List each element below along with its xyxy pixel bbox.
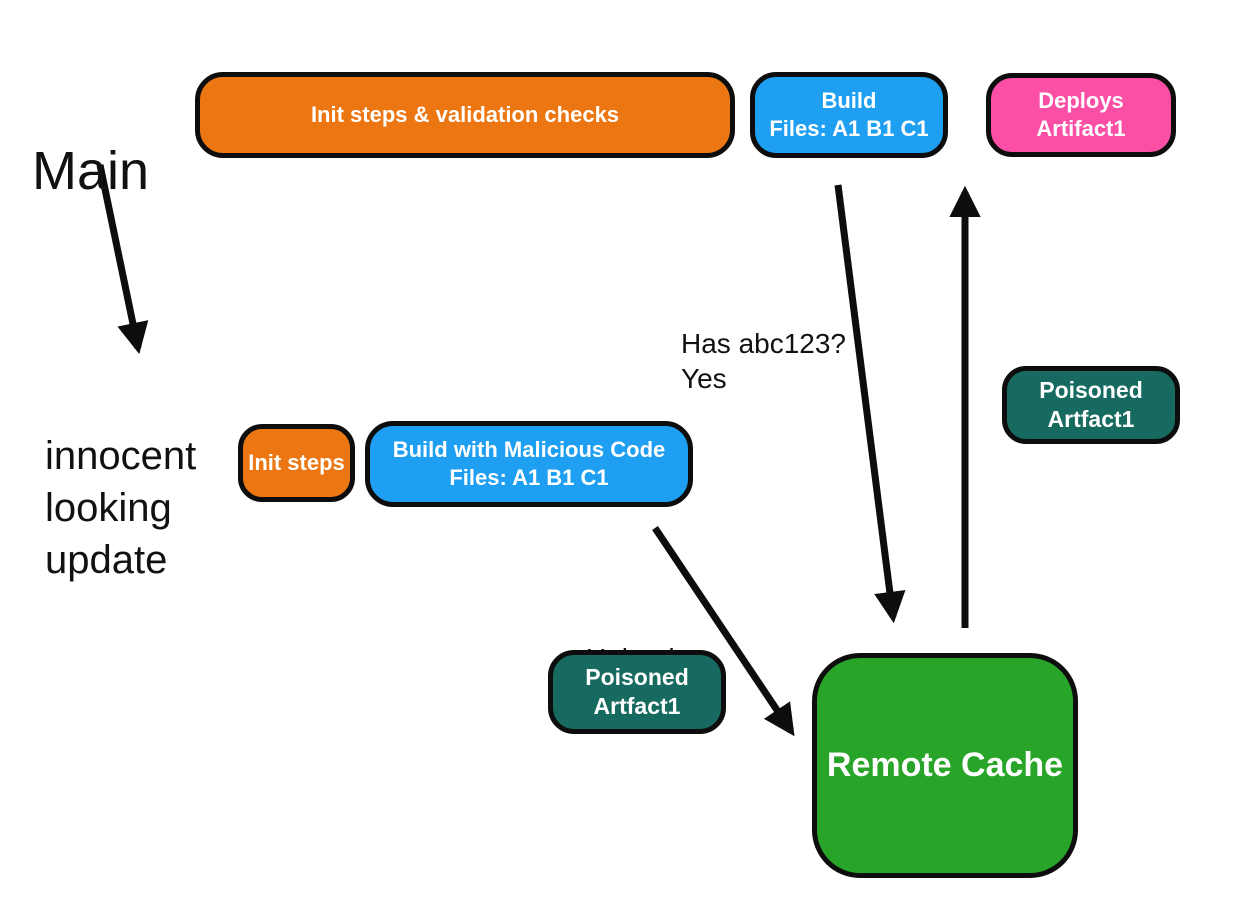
node-init-validation-checks: Init steps & validation checks <box>195 72 735 158</box>
arrow-build-to-remote-cache <box>834 184 906 624</box>
node-remote-cache: Remote Cache <box>812 653 1078 878</box>
node-poisoned-artifact-upload-label: Poisoned Artfact1 <box>585 664 689 719</box>
cache-query-label-text: Has abc123? Yes <box>681 328 847 394</box>
node-poisoned-artifact-download-label: Poisoned Artfact1 <box>1039 377 1143 432</box>
node-deploys-artifact: Deploys Artifact1 <box>986 73 1176 157</box>
main-branch-label: Main <box>32 84 149 200</box>
cache-query-label: Has abc123? Yes <box>681 291 846 396</box>
node-init-validation-checks-label: Init steps & validation checks <box>310 102 620 127</box>
node-poisoned-artifact-upload: Poisoned Artfact1 <box>548 650 726 734</box>
node-deploys-artifact-label: Deploys Artifact1 <box>1036 88 1126 141</box>
node-remote-cache-label: Remote Cache <box>826 746 1064 784</box>
innocent-update-label: innocent looking update <box>45 378 196 586</box>
innocent-update-label-text: innocent looking update <box>45 434 197 582</box>
node-build-main-label: Build Files: A1 B1 C1 <box>769 88 929 141</box>
node-build-malicious: Build with Malicious Code Files: A1 B1 C… <box>365 421 693 507</box>
node-poisoned-artifact-download: Poisoned Artfact1 <box>1002 366 1180 444</box>
main-branch-label-text: Main <box>32 141 150 201</box>
node-build-malicious-label: Build with Malicious Code Files: A1 B1 C… <box>392 437 666 490</box>
node-init-steps: Init steps <box>238 424 355 502</box>
node-build-main: Build Files: A1 B1 C1 <box>750 72 948 158</box>
node-init-steps-label: Init steps <box>248 450 345 475</box>
